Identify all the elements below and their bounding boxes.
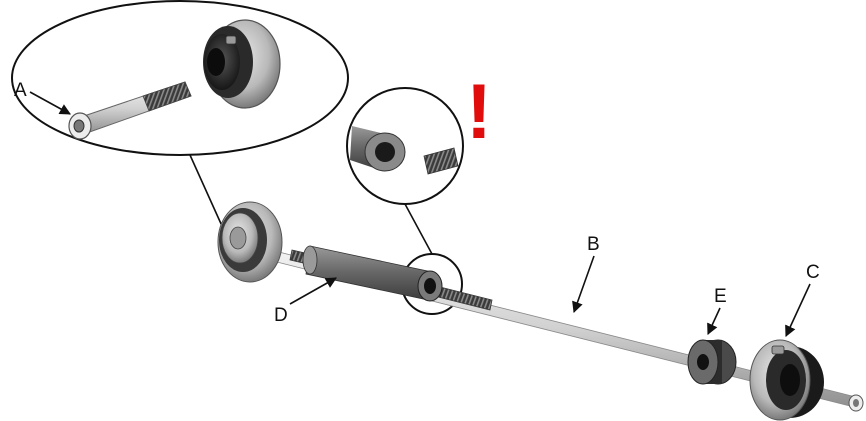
callout-d: D bbox=[274, 277, 337, 326]
callout-a: A bbox=[14, 80, 71, 115]
knob-left bbox=[217, 201, 283, 283]
label-c: C bbox=[806, 262, 820, 283]
callout-e: E bbox=[707, 286, 727, 336]
spacer-e bbox=[687, 339, 737, 385]
label-a: A bbox=[14, 80, 27, 101]
knob-c bbox=[749, 339, 864, 421]
detail-bubble-top-left bbox=[11, 0, 349, 227]
label-e: E bbox=[714, 286, 727, 307]
callout-c: C bbox=[785, 262, 820, 338]
callout-b: B bbox=[572, 234, 600, 314]
detail-bubble-middle bbox=[346, 87, 464, 255]
bolt-a-detail bbox=[68, 81, 192, 140]
tube-d bbox=[302, 245, 443, 302]
label-b: B bbox=[587, 234, 600, 255]
warning-icon: ! bbox=[466, 67, 492, 155]
knob-detail bbox=[203, 19, 281, 109]
label-d: D bbox=[274, 305, 288, 326]
